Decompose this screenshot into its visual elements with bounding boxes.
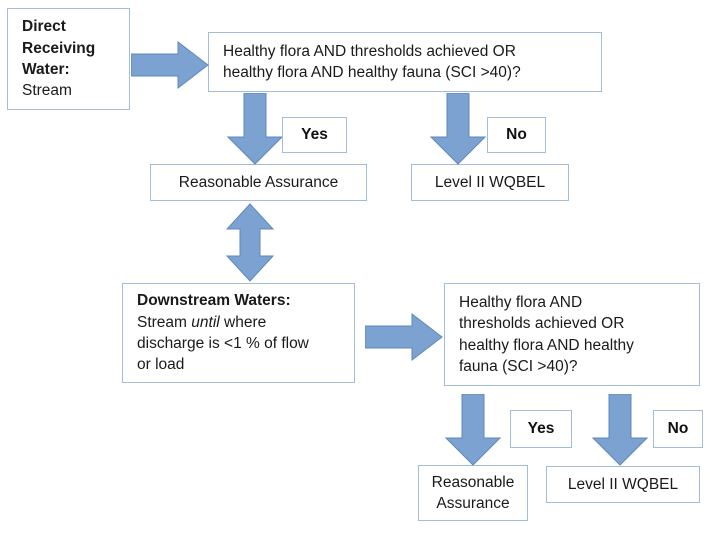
node-downstream-waters-line1: Stream until where [137,312,354,333]
node-reasonable-assurance-bottom-line1: Reasonable [431,473,515,491]
node-decision-top-line2: healthy flora AND healthy fauna (SCI >40… [223,64,521,81]
node-decision-top-line1: Healthy flora AND thresholds achieved OR [223,42,516,60]
node-level-ii-wqbel-top-label: Level II WQBEL [434,173,546,191]
node-decision-bottom-line1: Healthy flora AND [459,293,583,311]
node-reasonable-assurance-bottom[interactable]: Reasonable Assurance [418,465,528,521]
label-no-bottom: No [653,410,703,448]
node-reasonable-assurance-top[interactable]: Reasonable Assurance [150,164,367,201]
node-direct-receiving-water-line4: Stream [22,82,72,100]
label-no-top: No [487,117,546,153]
node-direct-receiving-water[interactable]: Direct Receiving Water: Stream [7,8,130,110]
node-level-ii-wqbel-top[interactable]: Level II WQBEL [411,164,569,201]
arrow-updown-assurance-downstream [225,203,275,283]
node-direct-receiving-water-line1: Direct [22,18,66,36]
arrow-right-to-decision-bottom [365,313,443,361]
node-direct-receiving-water-line3: Water: [22,61,70,78]
node-downstream-waters-line1-a: Stream [137,313,192,331]
arrow-down-yes-bottom [445,394,501,466]
arrow-down-no-top [430,93,486,165]
arrow-down-yes-top [227,93,283,165]
arrow-right-to-decision-top [131,41,209,89]
node-downstream-waters-line1-b: where [219,313,267,331]
node-level-ii-wqbel-bottom-label: Level II WQBEL [567,475,679,493]
node-decision-bottom-line3: healthy flora AND healthy [459,336,634,354]
node-reasonable-assurance-top-label: Reasonable Assurance [178,173,339,191]
node-downstream-waters-line1-italic: until [191,313,220,331]
label-no-top-text: No [506,126,527,143]
node-level-ii-wqbel-bottom[interactable]: Level II WQBEL [546,466,700,503]
node-decision-bottom[interactable]: Healthy flora AND thresholds achieved OR… [444,283,700,386]
node-decision-top[interactable]: Healthy flora AND thresholds achieved OR… [208,32,602,92]
node-reasonable-assurance-bottom-line2: Assurance [436,495,510,512]
node-downstream-waters-line2: discharge is <1 % of flow [137,335,309,352]
label-yes-bottom: Yes [510,410,572,448]
label-no-bottom-text: No [667,420,689,437]
label-yes-top-text: Yes [301,126,328,143]
node-decision-bottom-line2: thresholds achieved OR [459,315,625,333]
arrow-down-no-bottom [592,394,648,466]
label-yes-bottom-text: Yes [527,420,555,437]
node-direct-receiving-water-line2: Receiving [22,39,96,57]
node-decision-bottom-line4: fauna (SCI >40)? [459,357,578,375]
node-downstream-waters-heading: Downstream Waters: [137,292,291,310]
node-downstream-waters[interactable]: Downstream Waters: Stream until where di… [122,283,355,383]
node-downstream-waters-line3: or load [137,356,185,374]
label-yes-top: Yes [282,117,347,153]
